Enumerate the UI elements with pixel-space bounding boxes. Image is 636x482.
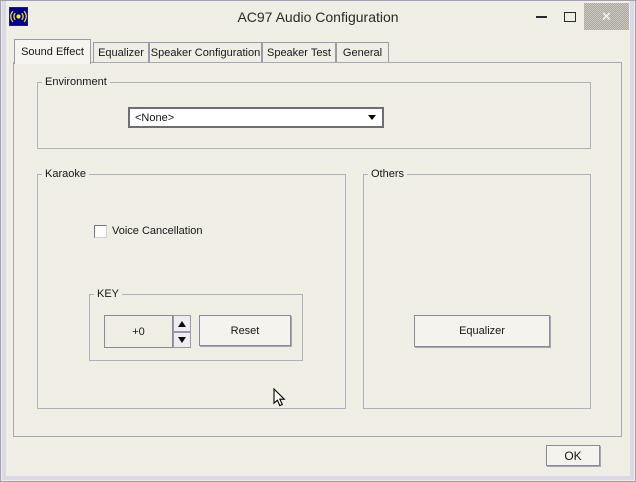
tab-speaker-configuration[interactable]: Speaker Configuration (149, 42, 262, 62)
ok-button-label: OK (564, 448, 582, 463)
voice-cancellation-checkbox[interactable] (94, 225, 107, 238)
key-spinner-up-button[interactable] (173, 315, 191, 332)
equalizer-button-label: Equalizer (459, 325, 505, 337)
tab-label: Sound Effect (21, 46, 84, 58)
tab-label: Equalizer (98, 46, 144, 59)
spinner-up-icon (178, 320, 186, 327)
spinner-down-icon (178, 337, 186, 343)
environment-dropdown-value: <None> (135, 111, 175, 124)
speaker-sound-wave-icon (9, 7, 28, 26)
chevron-down-icon (368, 115, 376, 120)
maximize-icon (564, 12, 576, 22)
close-icon: ✕ (601, 8, 612, 24)
key-groupbox (89, 294, 303, 361)
tab-general[interactable]: General (336, 42, 389, 62)
environment-dropdown[interactable]: <None> (128, 107, 384, 128)
tab-equalizer[interactable]: Equalizer (93, 42, 149, 62)
environment-group-label: Environment (42, 76, 110, 89)
key-spinner-down-button[interactable] (173, 332, 191, 348)
karaoke-groupbox (37, 174, 346, 409)
voice-cancellation-label[interactable]: Voice Cancellation (112, 225, 203, 237)
environment-groupbox (37, 82, 591, 149)
equalizer-button[interactable]: Equalizer (414, 315, 550, 347)
karaoke-group-label: Karaoke (42, 168, 89, 181)
close-button[interactable]: ✕ (584, 3, 629, 30)
ok-button[interactable]: OK (546, 445, 600, 466)
others-group-label: Others (368, 168, 408, 181)
minimize-icon (536, 16, 547, 18)
tab-label: Speaker Test (266, 46, 331, 59)
key-group-label: KEY (94, 288, 123, 301)
tab-label: Speaker Configuration (150, 46, 261, 59)
tab-label: General (342, 46, 383, 59)
others-groupbox (363, 174, 591, 409)
minimize-button[interactable] (528, 7, 555, 27)
tab-speaker-test[interactable]: Speaker Test (262, 42, 336, 62)
reset-button[interactable]: Reset (199, 315, 291, 346)
reset-button-label: Reset (230, 324, 260, 337)
maximize-button[interactable] (557, 7, 583, 27)
tab-sound-effect[interactable]: Sound Effect (14, 39, 91, 64)
tab-page (13, 62, 622, 437)
window-title: AC97 Audio Configuration (237, 9, 399, 25)
key-value-field: +0 (104, 315, 173, 348)
